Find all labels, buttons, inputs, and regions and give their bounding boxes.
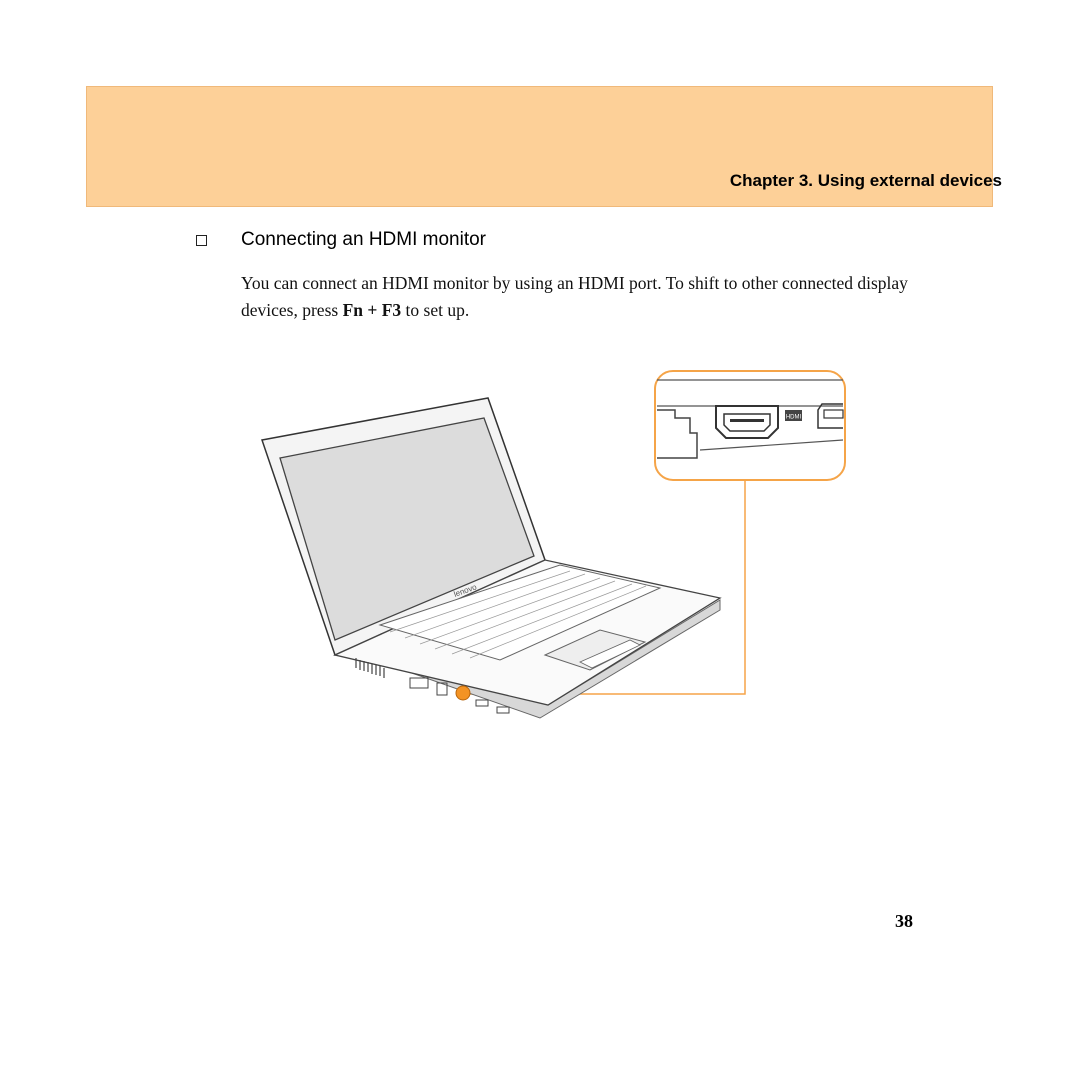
key-combo: Fn + F3: [342, 300, 402, 320]
chapter-header-band: [86, 86, 993, 207]
section-heading-text: Connecting an HDMI monitor: [241, 229, 486, 250]
hdmi-port-highlight: [455, 685, 471, 701]
laptop-illustration: lenovo: [261, 397, 722, 719]
hdmi-port-label: HDMI: [786, 415, 802, 421]
laptop-hdmi-illustration: HDMI: [261, 370, 846, 719]
hdmi-port-zoom-callout: HDMI: [654, 370, 846, 481]
square-bullet-icon: [196, 234, 207, 246]
hdmi-port-icon: [715, 405, 779, 439]
body-paragraph: You can connect an HDMI monitor by using…: [241, 270, 921, 324]
page-number: 38: [895, 911, 913, 931]
body-text-after: to set up.: [401, 300, 470, 320]
chapter-title: Chapter 3. Using external devices: [729, 171, 1002, 190]
body-text-before: You can connect an HDMI monitor by using…: [241, 273, 908, 320]
section-heading: Connecting an HDMI monitor: [196, 229, 486, 251]
